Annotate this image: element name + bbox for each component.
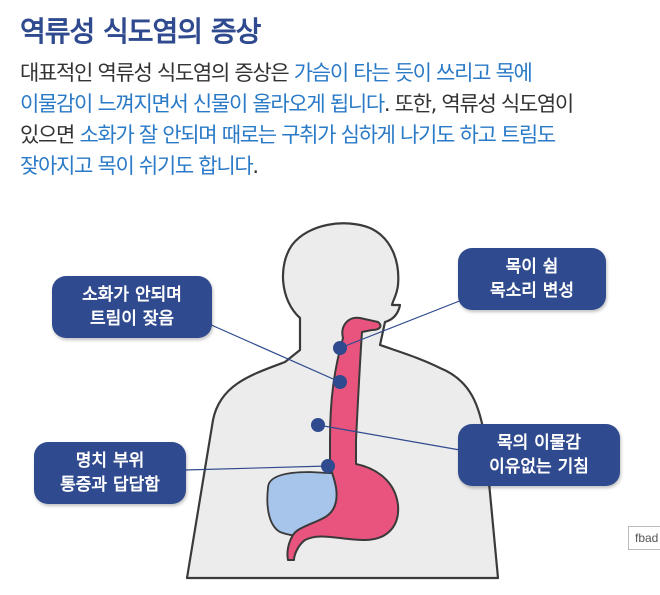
label-cough-line1: 목의 이물감 [496, 433, 582, 453]
label-throat-line1: 목이 쉼 [505, 257, 559, 277]
label-digestion-line2: 트림이 잦음 [89, 309, 175, 329]
highlight-text: 가슴이 타는 듯이 쓰리고 목에 [293, 61, 533, 85]
paragraph-line: 대표적인 역류성 식도염의 증상은 가슴이 타는 듯이 쓰리고 목에 [20, 58, 660, 89]
symptom-dot-digestion [333, 375, 347, 389]
label-chest: 명치 부위 통증과 답답함 [34, 442, 186, 504]
symptom-dot-cough [311, 418, 325, 432]
paragraph-line: 이물감이 느껴지면서 신물이 올라오게 됩니다. 또한, 역류성 식도염이 [20, 89, 660, 120]
highlight-text: 이물감이 느껴지면서 신물이 올라오게 됩니다 [20, 92, 385, 116]
connector-digestion [199, 319, 341, 383]
label-digestion-line1: 소화가 안되며 [82, 285, 182, 305]
esophagus-stomach [286, 316, 400, 561]
label-digestion: 소화가 안되며 트림이 잦음 [52, 276, 212, 338]
label-cough-line2: 이유없는 기침 [489, 457, 589, 477]
label-chest-line2: 통증과 답답함 [60, 475, 160, 495]
paragraph-line: 있으면 소화가 잘 안되며 때로는 구취가 심하게 나기도 하고 트림도 [20, 120, 660, 151]
watermark-tag: fbad [628, 526, 660, 550]
highlight-text: 소화가 잘 안되며 때로는 구취가 심하게 나기도 하고 트림도 [79, 123, 556, 147]
page-title: 역류성 식도염의 증상 [20, 15, 261, 48]
symptom-dot-chest [321, 459, 335, 473]
connector-throat [339, 299, 463, 349]
label-throat: 목이 쉼 목소리 변성 [458, 248, 606, 310]
body-text: . 또한, 역류성 식도염이 [383, 92, 574, 116]
body-text: . [252, 154, 259, 178]
paragraph-line: 잦아지고 목이 쉬기도 합니다. [20, 151, 660, 182]
label-cough: 목의 이물감 이유없는 기침 [458, 424, 620, 486]
body-text: 있으면 [20, 123, 80, 147]
symptom-dot-throat [333, 341, 347, 355]
body-text: 대표적인 역류성 식도염의 증상은 [20, 61, 294, 85]
connector-cough [317, 424, 461, 451]
connector-chest [184, 465, 329, 471]
label-chest-line1: 명치 부위 [75, 451, 145, 471]
label-throat-line2: 목소리 변성 [489, 281, 575, 301]
highlight-text: 잦아지고 목이 쉬기도 합니다 [20, 154, 254, 178]
